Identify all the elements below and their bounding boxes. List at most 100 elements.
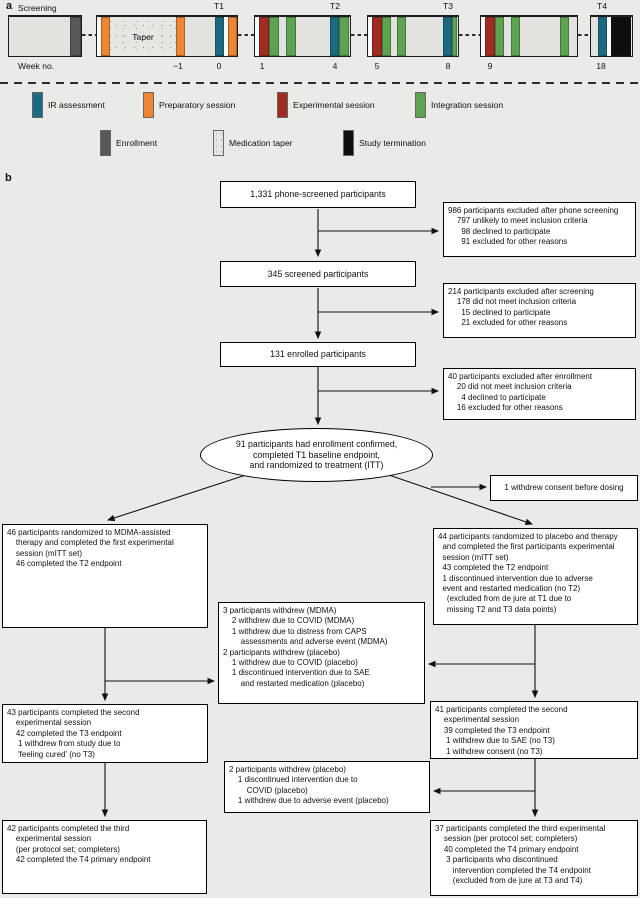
timepoint-label: T4: [596, 1, 608, 11]
week-tick: 0: [216, 61, 222, 71]
segment-white-icon: [255, 17, 259, 56]
timeline-connector: [82, 34, 96, 37]
exp-swatch-icon: [277, 92, 288, 118]
segment-exp-icon: [372, 17, 382, 56]
flow-box-mdma-second-session: 43 participants completed the second exp…: [2, 704, 208, 763]
timeline-connector: [459, 34, 480, 37]
legend-label: Study termination: [359, 138, 426, 148]
legend-item-int: Integration session: [415, 92, 503, 118]
segment-prep-icon: [176, 17, 185, 56]
legend-label: Medication taper: [229, 138, 293, 148]
flow-box-mdma-first-session: 46 participants randomized to MDMA-assis…: [2, 524, 208, 628]
segment-term-icon: [611, 17, 631, 56]
legend-item-ir: IR assessment: [32, 92, 105, 118]
segment-bg-icon: [279, 17, 286, 56]
segment-bg-icon: [569, 17, 576, 56]
segment-int-icon: [560, 17, 569, 56]
segment-bg-icon: [9, 17, 70, 56]
week-tick: −1: [173, 61, 183, 71]
panel-b-label: b: [5, 172, 12, 184]
screening-label: Screening: [18, 3, 57, 13]
segment-int-icon: [269, 17, 279, 56]
segment-int-icon: [339, 17, 349, 56]
segment-white-icon: [481, 17, 485, 56]
flow-box-placebo-second-session: 41 participants completed the second exp…: [430, 701, 638, 759]
flow-box-placebo-third-session: 37 participants completed the third expe…: [430, 820, 638, 896]
segment-taper-icon: Taper: [110, 17, 176, 56]
segment-int-icon: [495, 17, 504, 56]
segment-int-icon: [511, 17, 520, 56]
term-swatch-icon: [343, 130, 354, 156]
timeline-block: [480, 15, 578, 57]
segment-bg-icon: [296, 17, 330, 56]
segment-int-icon: [286, 17, 296, 56]
timeline-block: [367, 15, 459, 57]
ir-swatch-icon: [32, 92, 43, 118]
segment-prep-icon: [228, 17, 237, 56]
segment-bg-icon: [520, 17, 560, 56]
panel-a-label: a: [6, 0, 13, 12]
flow-box-screened: 345 screened participants: [220, 261, 416, 287]
timeline-connector: [578, 34, 590, 37]
segment-white-icon: [368, 17, 372, 56]
flow-box-excluded-enrollment: 40 participants excluded after enrollmen…: [443, 368, 636, 420]
flow-box-excluded-phone: 986 participants excluded after phone sc…: [443, 202, 636, 257]
segment-bg-icon: [504, 17, 511, 56]
segment-white-icon: [224, 17, 228, 56]
legend-label: Preparatory session: [159, 100, 236, 110]
enroll-swatch-icon: [100, 130, 111, 156]
flow-box-placebo-first-session: 44 participants randomized to placebo an…: [433, 528, 638, 625]
segment-bg-icon: [591, 17, 598, 56]
week-tick: 8: [445, 61, 451, 71]
segment-ir-icon: [443, 17, 452, 56]
timeline-connector: [351, 34, 367, 37]
week-tick: 1: [259, 61, 265, 71]
segment-white-icon: [607, 17, 611, 56]
timepoint-label: T2: [329, 1, 341, 11]
segment-white-icon: [97, 17, 101, 56]
timeline-block: [254, 15, 351, 57]
legend-label: Enrollment: [116, 138, 158, 148]
segment-exp-icon: [259, 17, 269, 56]
legend-item-enroll: Enrollment: [100, 130, 157, 156]
legend-item-taper: Medication taper: [213, 130, 293, 156]
flow-box-withdrew-consent: 1 withdrew consent before dosing: [490, 475, 638, 501]
segment-int-icon: [452, 17, 457, 56]
segment-prep-icon: [101, 17, 110, 56]
flow-ellipse-randomized: 91 participants had enrollment confirmed…: [200, 428, 433, 482]
legend-item-term: Study termination: [343, 130, 426, 156]
segment-int-icon: [382, 17, 391, 56]
segment-enroll-icon: [70, 17, 81, 56]
timeline-block: Taper: [96, 15, 238, 57]
legend-label: Experimental session: [293, 100, 375, 110]
segment-exp-icon: [485, 17, 495, 56]
prep-swatch-icon: [143, 92, 154, 118]
timeline-block: [590, 15, 633, 57]
segment-bg-icon: [391, 17, 397, 56]
segment-bg-icon: [185, 17, 215, 56]
segment-int-icon: [397, 17, 406, 56]
segment-ir-icon: [330, 17, 339, 56]
flow-box-excluded-screening: 214 participants excluded after screenin…: [443, 283, 636, 338]
flow-box-withdrawals-1: 3 participants withdrew (MDMA) 2 withdre…: [218, 602, 425, 704]
week-tick: 5: [374, 61, 380, 71]
flow-box-mdma-third-session: 42 participants completed the third expe…: [2, 820, 207, 894]
legend-label: Integration session: [431, 100, 504, 110]
timepoint-label: T3: [442, 1, 454, 11]
segment-bg-icon: [406, 17, 443, 56]
timeline-block: [8, 15, 82, 57]
week-tick: 18: [596, 61, 606, 71]
timepoint-label: T1: [213, 1, 225, 11]
legend-item-exp: Experimental session: [277, 92, 375, 118]
segment-ir-icon: [598, 17, 607, 56]
dashed-separator: [0, 82, 640, 85]
flow-box-withdrawals-2: 2 participants withdrew (placebo) 1 disc…: [224, 761, 430, 813]
week-tick: 9: [487, 61, 493, 71]
int-swatch-icon: [415, 92, 426, 118]
legend-item-prep: Preparatory session: [143, 92, 235, 118]
taper-swatch-icon: [213, 130, 224, 156]
segment-ir-icon: [215, 17, 224, 56]
week-axis-label: Week no.: [18, 61, 55, 71]
legend-label: IR assessment: [48, 100, 105, 110]
